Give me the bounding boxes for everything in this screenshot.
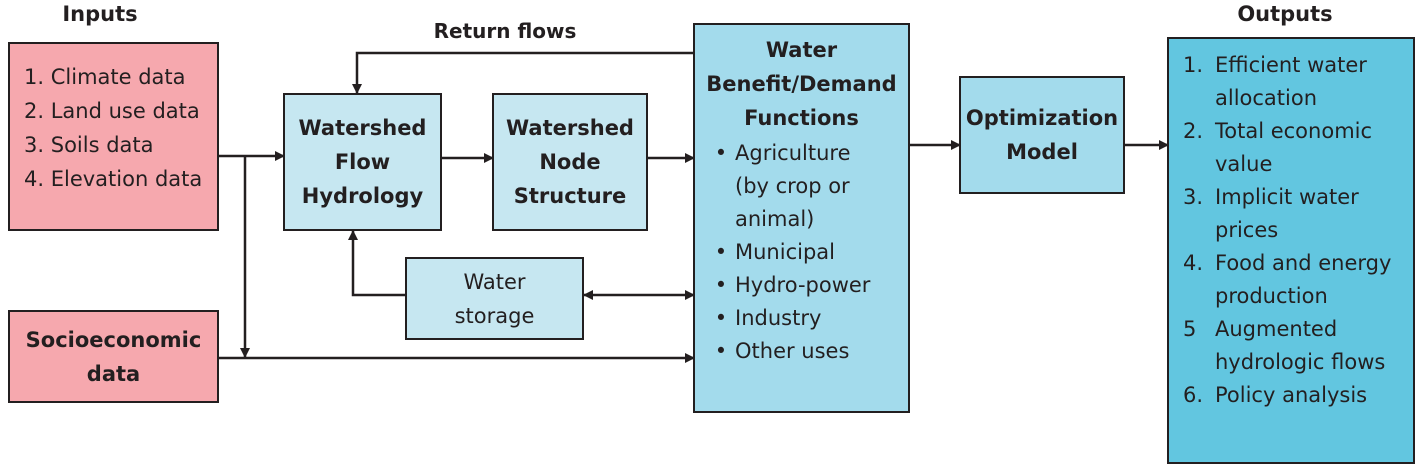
input-item: 1. Climate data: [24, 60, 202, 94]
outputs-heading: Outputs: [1237, 2, 1333, 26]
item-text: hydrologic flows: [1215, 350, 1386, 374]
box-title-line: Functions: [744, 106, 859, 130]
output-item: 1. Efficient water allocation: [1183, 49, 1407, 115]
benefit-item: • Agriculture (by crop or animal): [707, 137, 908, 236]
item-number: 1.: [24, 65, 45, 89]
input-item: 3. Soils data: [24, 128, 202, 162]
item-text: Agriculture: [735, 141, 851, 165]
item-text: Industry: [735, 306, 822, 330]
bullet-icon: •: [714, 339, 728, 363]
box-title-line: Water: [765, 38, 838, 62]
box-line: data: [86, 361, 141, 386]
box-line: Watershed: [506, 116, 634, 140]
box-line: Node: [539, 150, 601, 174]
input-item: 4. Elevation data: [24, 162, 202, 196]
output-item: 3. Implicit water prices: [1183, 181, 1407, 247]
item-number: 1.: [1183, 53, 1204, 77]
outputs-box: 1. Efficient water allocation 2. Total econ…: [1167, 37, 1415, 464]
item-number: 2.: [24, 99, 45, 123]
item-number: 4.: [24, 167, 45, 191]
item-number: 3.: [24, 133, 45, 157]
item-text: prices: [1215, 218, 1279, 242]
box-line: Hydrology: [301, 184, 424, 208]
item-text: Other uses: [735, 339, 850, 363]
output-item: 6. Policy analysis: [1183, 379, 1407, 412]
water-storage-box: Water storage: [405, 257, 584, 340]
bullet-icon: •: [714, 306, 728, 330]
item-text: value: [1215, 152, 1273, 176]
item-number: 6.: [1183, 383, 1204, 407]
socioeconomic-box: Socioeconomic data: [8, 310, 219, 403]
item-text: Implicit water: [1215, 185, 1359, 209]
return-flows-label: Return flows: [433, 19, 577, 43]
box-line: storage: [454, 303, 535, 328]
item-text: Land use data: [50, 99, 200, 123]
water-benefit-demand-box: Water Benefit/Demand Functions • Agricul…: [693, 23, 910, 413]
arrow-return-flows: [352, 51, 694, 94]
box-line: Socioeconomic: [25, 327, 202, 352]
item-text: Hydro-power: [735, 273, 871, 297]
output-item: 4. Food and energy production: [1183, 247, 1407, 313]
input-item: 2. Land use data: [24, 94, 202, 128]
optimization-model-box: Optimization Model: [959, 76, 1125, 194]
box-line: Model: [1006, 140, 1078, 164]
item-text: Municipal: [735, 240, 835, 264]
output-item: 2. Total economic value: [1183, 115, 1407, 181]
watershed-flow-hydrology-box: Watershed Flow Hydrology: [283, 93, 442, 231]
bullet-icon: •: [714, 273, 728, 297]
item-number: 5: [1183, 317, 1197, 341]
item-number: 3.: [1183, 185, 1204, 209]
watershed-node-structure-box: Watershed Node Structure: [492, 93, 648, 231]
inputs-box: 1. Climate data 2. Land use data 3. Soil…: [8, 42, 219, 231]
box-line: Watershed: [298, 116, 427, 140]
item-text: Climate data: [50, 65, 186, 89]
item-text: Total economic: [1215, 119, 1373, 143]
item-text: Soils data: [50, 133, 154, 157]
item-text: allocation: [1215, 86, 1318, 110]
inputs-heading: Inputs: [62, 2, 138, 26]
output-item: 5 Augmented hydrologic flows: [1183, 313, 1407, 379]
item-number: 4.: [1183, 251, 1204, 275]
item-text: animal): [735, 207, 815, 231]
box-line: Water: [463, 269, 526, 294]
box-line: Flow: [334, 150, 391, 174]
box-title-line: Benefit/Demand: [706, 72, 897, 96]
item-text: Efficient water: [1215, 53, 1367, 77]
bullet-icon: •: [714, 141, 728, 165]
item-text: Elevation data: [50, 167, 203, 191]
arrow-storage-to-flow: [348, 230, 406, 297]
benefit-item: • Hydro-power: [707, 269, 908, 302]
benefit-item: • Municipal: [707, 236, 908, 269]
item-text: production: [1215, 284, 1328, 308]
box-line: Optimization: [965, 106, 1119, 130]
box-line: Structure: [513, 184, 627, 208]
item-text: Food and energy: [1215, 251, 1392, 275]
item-text: (by crop or: [735, 174, 850, 198]
item-text: Augmented: [1215, 317, 1338, 341]
item-number: 2.: [1183, 119, 1204, 143]
benefit-item: • Other uses: [707, 335, 908, 368]
item-text: Policy analysis: [1215, 383, 1368, 407]
bullet-icon: •: [714, 240, 728, 264]
benefit-item: • Industry: [707, 302, 908, 335]
